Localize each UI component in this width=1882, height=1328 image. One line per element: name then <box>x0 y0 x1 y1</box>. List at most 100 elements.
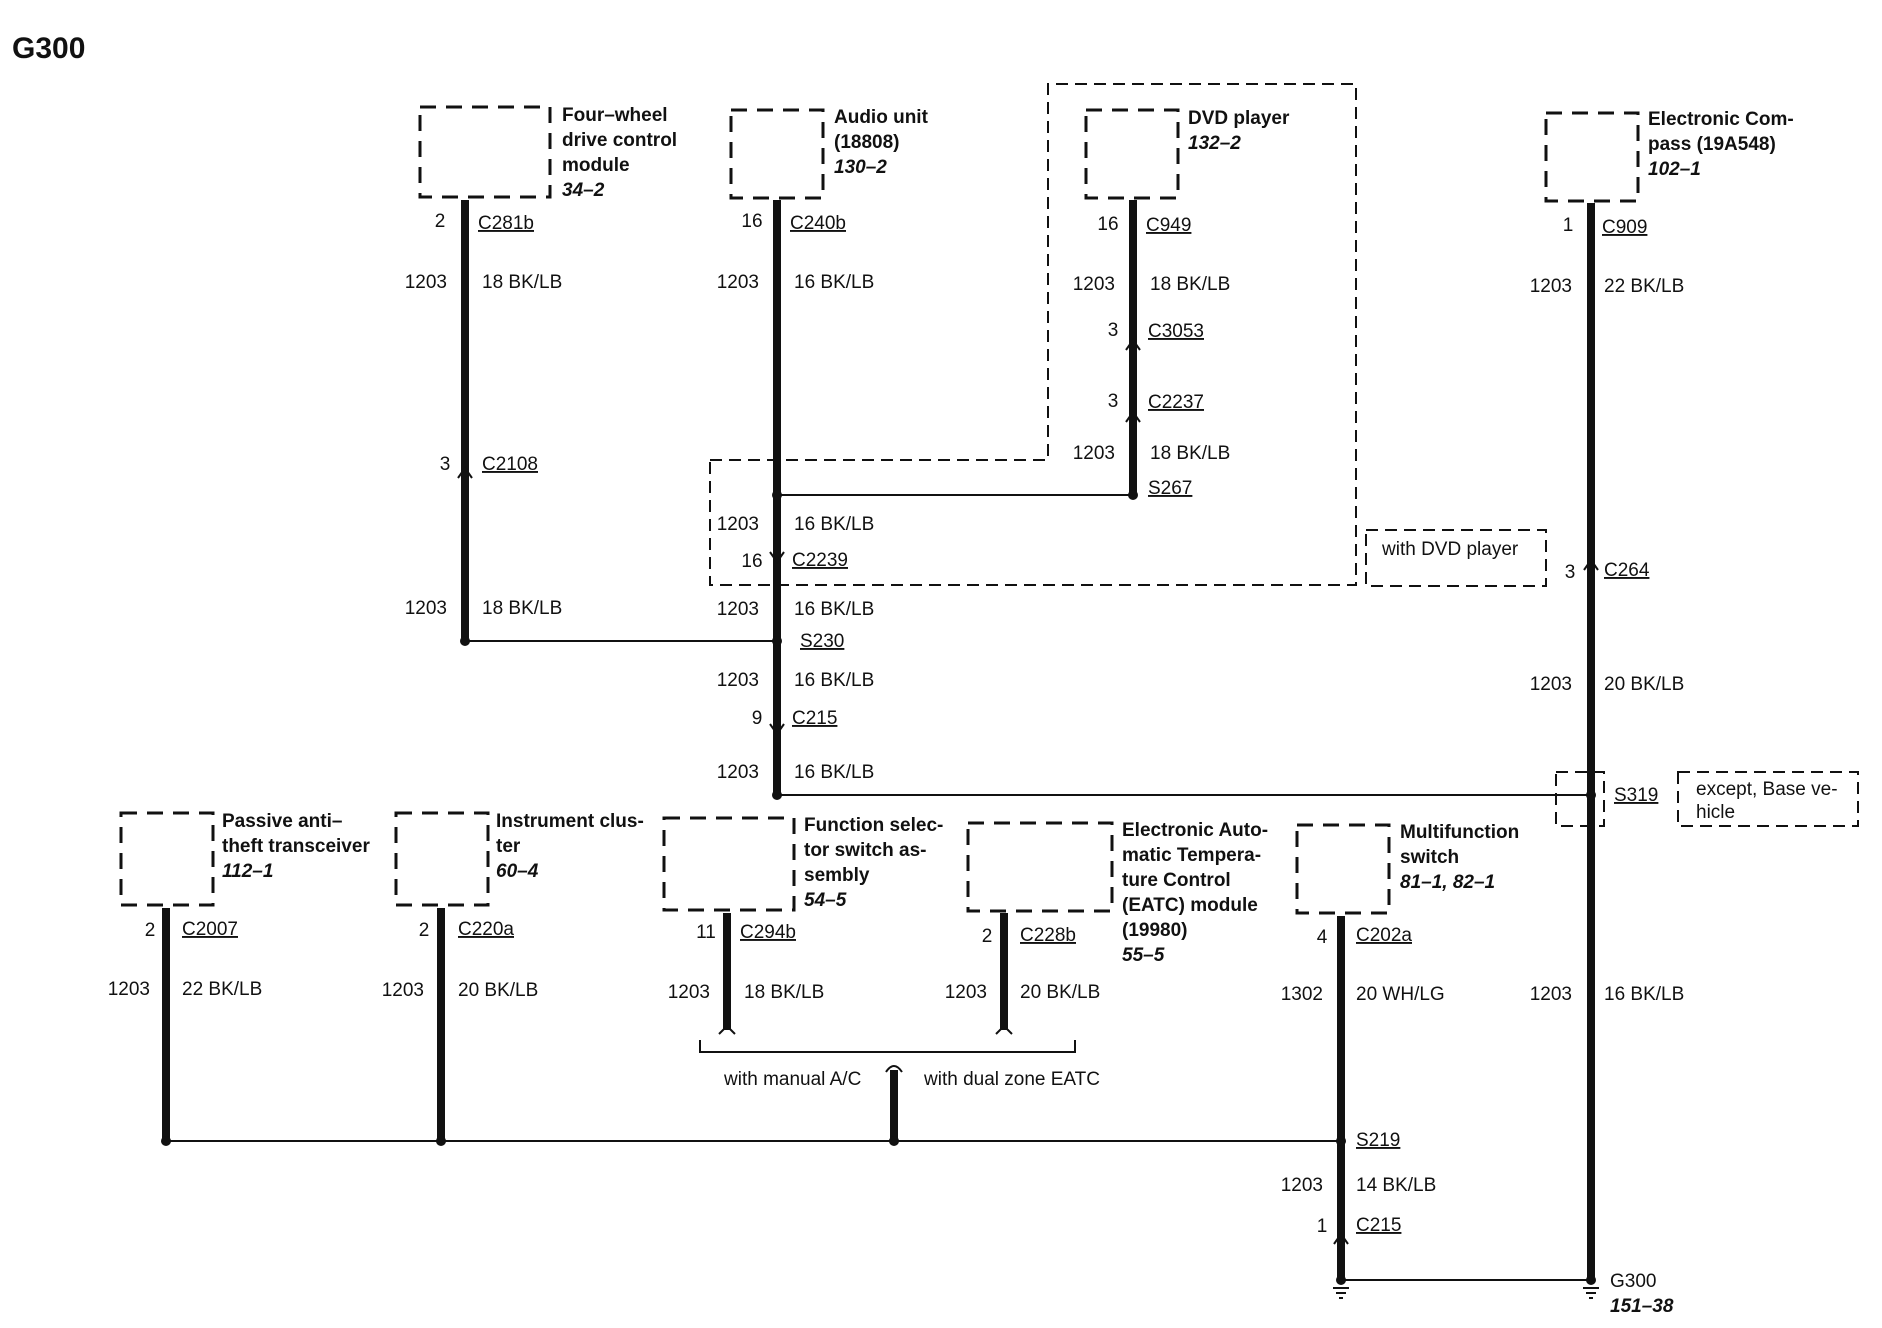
four-wheel-drive-control-module: Four–wheel drive control module 34–2 <box>418 105 677 201</box>
fss-wire-end <box>718 1024 736 1035</box>
wire-spec: 16 BK/LB <box>794 762 874 783</box>
dvd-player-ref: 132–2 <box>1188 133 1241 154</box>
wire-spec: 16 BK/LB <box>794 670 874 691</box>
instrument-cluster-ref: 60–4 <box>496 861 539 882</box>
splice-dot-4wd <box>460 636 470 646</box>
connector-labels: 2 C281b 3 C2108 16 C240b 16 C2239 9 C215… <box>145 211 1650 1237</box>
connector-pin-marks <box>457 338 1599 1245</box>
manual-ac-note: with manual A/C <box>723 1069 861 1090</box>
c294b-pin: 11 <box>696 922 716 943</box>
c3053-pin: 3 <box>1108 320 1119 341</box>
c2108-pin: 3 <box>440 454 451 475</box>
c264-name: C264 <box>1604 560 1650 581</box>
c240b-name: C240b <box>790 213 846 234</box>
instrument-cluster: Instrument clus- ter 60–4 <box>394 811 649 907</box>
dvd-player: DVD player 132–2 <box>1084 108 1290 200</box>
wire-spec: 20 WH/LG <box>1356 984 1445 1005</box>
splice-dot-s267 <box>1128 490 1138 500</box>
wire-circuit: 1203 <box>1073 443 1115 464</box>
wire-spec: 16 BK/LB <box>794 272 874 293</box>
c2007-name: C2007 <box>182 919 238 940</box>
c2239-pin: 16 <box>741 551 762 572</box>
splice-dots <box>161 490 1596 1285</box>
with-dvd-note-box <box>1365 529 1547 587</box>
c215-lower-pin-mark <box>1333 1232 1349 1245</box>
wire-circuit: 1203 <box>1530 674 1572 695</box>
wire-circuit: 1203 <box>717 670 759 691</box>
wire-spec: 18 BK/LB <box>482 598 562 619</box>
wire-spec: 16 BK/LB <box>1604 984 1684 1005</box>
mfs-label: Multifunction switch <box>1400 822 1525 868</box>
splice-dot-audio-s267 <box>772 490 782 500</box>
c2237-name: C2237 <box>1148 392 1204 413</box>
pats-ref: 112–1 <box>222 861 273 882</box>
splice-dot-pats <box>161 1136 171 1146</box>
wire-spec: 14 BK/LB <box>1356 1175 1436 1196</box>
wire-spec: 20 BK/LB <box>1604 674 1684 695</box>
with-dvd-note: with DVD player <box>1381 539 1519 560</box>
c215-name: C215 <box>792 708 837 729</box>
instrument-cluster-label: Instrument clus- ter <box>496 811 649 857</box>
c2007-pin: 2 <box>145 920 156 941</box>
wire-circuit: 1203 <box>405 272 447 293</box>
splice-labels: S267 S230 S319 S219 <box>800 478 1658 1151</box>
mfs-ref: 81–1, 82–1 <box>1400 872 1495 893</box>
electronic-compass-ref: 102–1 <box>1648 159 1701 180</box>
splice-dot-ground-left <box>1336 1275 1346 1285</box>
c949-pin: 16 <box>1097 214 1118 235</box>
splice-dot-s230 <box>772 636 782 646</box>
wire-circuit: 1203 <box>108 979 150 1000</box>
wire-spec: 18 BK/LB <box>1150 443 1230 464</box>
pats-label: Passive anti– theft transceiver <box>222 811 370 857</box>
eatc-module: Electronic Auto- matic Tempera- ture Con… <box>966 820 1273 966</box>
c909-pin: 1 <box>1563 215 1574 236</box>
electronic-compass: Electronic Com- pass (19A548) 102–1 <box>1544 109 1794 203</box>
wire-spec: 16 BK/LB <box>794 514 874 535</box>
wire-circuit: 1203 <box>717 599 759 620</box>
c215-lower-name: C215 <box>1356 1215 1401 1236</box>
audio-unit-label: Audio unit (18808) <box>834 107 933 153</box>
c294b-name: C294b <box>740 922 796 943</box>
c228b-pin: 2 <box>982 926 993 947</box>
multifunction-switch: Multifunction switch 81–1, 82–1 <box>1295 822 1525 915</box>
c215-lower-pin: 1 <box>1317 1216 1328 1237</box>
c2237-pin-mark <box>1125 410 1141 423</box>
wire-spec: 18 BK/LB <box>744 982 824 1003</box>
c228b-name: C228b <box>1020 925 1076 946</box>
s319-label: S319 <box>1614 785 1658 806</box>
except-base-note-box <box>1677 771 1859 827</box>
eatc-label: Electronic Auto- matic Tempera- ture Con… <box>1122 820 1273 941</box>
option-bracket <box>699 1040 1076 1053</box>
s219-label: S219 <box>1356 1130 1400 1151</box>
splice-dot-option <box>889 1136 899 1146</box>
c2108-name: C2108 <box>482 454 538 475</box>
splice-dot-s219 <box>1336 1136 1346 1146</box>
passive-anti-theft-transceiver: Passive anti– theft transceiver 112–1 <box>119 811 370 907</box>
dvd-option-area <box>709 83 1357 586</box>
ground-icon <box>1333 1287 1599 1299</box>
c2108-pin-mark <box>457 466 473 479</box>
wire-circuit: 1203 <box>382 980 424 1001</box>
c240b-pin: 16 <box>741 211 762 232</box>
except-base-note: except, Base ve- hicle <box>1696 779 1843 823</box>
audio-unit: Audio unit (18808) 130–2 <box>729 107 933 200</box>
wire-circuit: 1203 <box>1281 1175 1323 1196</box>
c264-pin: 3 <box>1565 562 1576 583</box>
g300-ground-label: G300 <box>1610 1271 1656 1292</box>
wire-circuit: 1203 <box>945 982 987 1003</box>
s230-label: S230 <box>800 631 844 652</box>
splice-dot-ground-right <box>1586 1275 1596 1285</box>
c202a-pin: 4 <box>1317 927 1328 948</box>
c3053-pin-mark <box>1125 338 1141 351</box>
eatc-ref: 55–5 <box>1122 945 1165 966</box>
c202a-name: C202a <box>1356 925 1412 946</box>
splice-dot-s319 <box>1586 790 1596 800</box>
wire-circuit: 1302 <box>1281 984 1323 1005</box>
wire-circuit: 1203 <box>1530 276 1572 297</box>
wire-labels: 1203 18 BK/LB 1203 18 BK/LB 1203 16 BK/L… <box>108 272 1685 1196</box>
s267-label: S267 <box>1148 478 1192 499</box>
g300-ground-ref: 151–38 <box>1610 1296 1674 1317</box>
c220a-name: C220a <box>458 919 514 940</box>
dvd-player-label: DVD player <box>1188 108 1290 129</box>
